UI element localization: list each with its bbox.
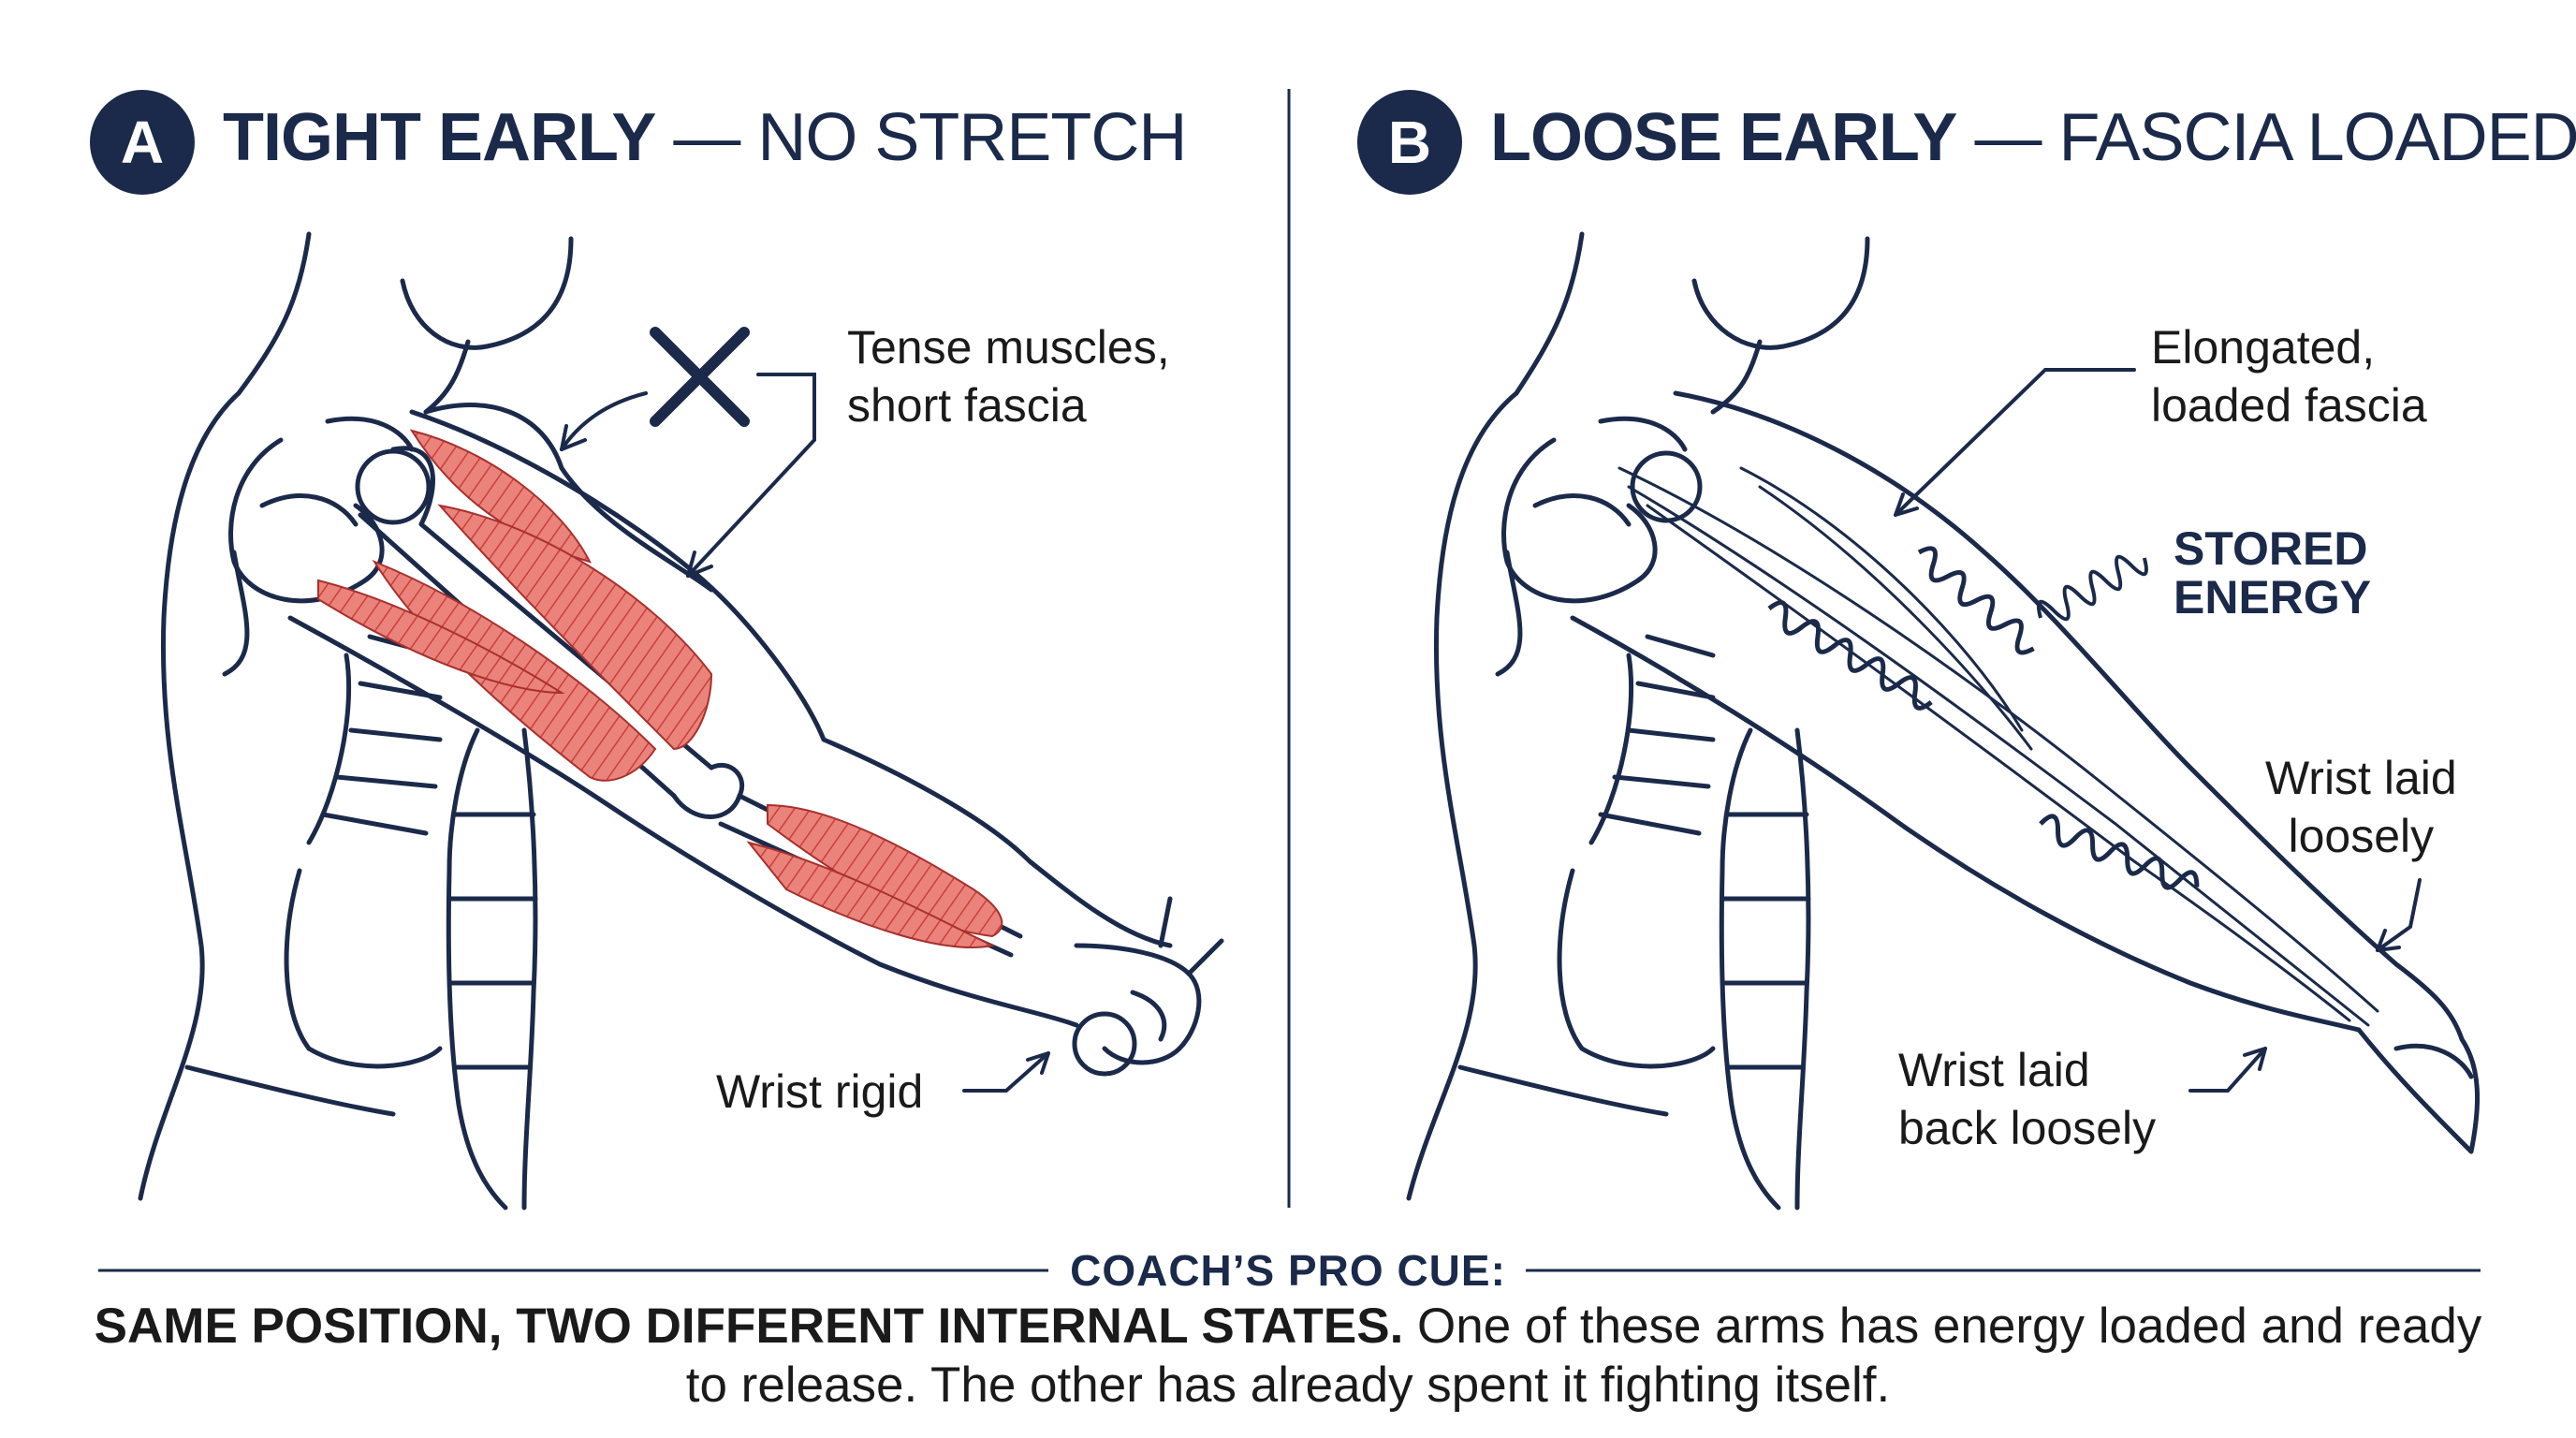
panel-b-title-strong: LOOSE EARLY <box>1490 100 1957 175</box>
callout-loaded-fascia: Elongated, loaded fascia <box>2151 318 2427 434</box>
coach-cue-strong: SAME POSITION, TWO DIFFERENT INTERNAL ST… <box>94 1299 1404 1354</box>
callout-wrist-laid-back-line2: back loosely <box>1898 1102 2157 1154</box>
callout-tense-muscles-line1: Tense muscles, <box>847 321 1170 374</box>
coach-cue-rest: One of these arms has energy loaded and … <box>685 1299 2482 1413</box>
badge-b: B <box>1357 90 1462 195</box>
callout-wrist-rigid: Wrist rigid <box>716 1065 924 1118</box>
callout-wrist-laid-loosely: Wrist laid loosely <box>2265 749 2457 865</box>
stored-energy-line1: STORED <box>2174 522 2368 575</box>
callout-wrist-laid-loosely-line1: Wrist laid <box>2265 752 2457 804</box>
coach-cue-text: SAME POSITION, TWO DIFFERENT INTERNAL ST… <box>75 1297 2501 1415</box>
tense-muscles <box>317 429 1003 948</box>
stored-energy-label: STORED ENERGY <box>2174 524 2371 622</box>
panel-b-title: LOOSE EARLY — FASCIA LOADED <box>1490 99 2576 176</box>
callout-arrows-a <box>560 373 1050 1093</box>
panel-a-title: TIGHT EARLY — NO STRETCH <box>223 99 1187 176</box>
panel-a-title-strong: TIGHT EARLY <box>223 100 656 175</box>
callout-loaded-fascia-line1: Elongated, <box>2151 321 2376 374</box>
stored-energy-line2: ENERGY <box>2174 571 2372 624</box>
callout-wrist-laid-back: Wrist laid back loosely <box>1898 1041 2156 1157</box>
panel-a-title-rest: — NO STRETCH <box>655 100 1187 175</box>
x-mark-icon <box>650 327 750 427</box>
callout-loaded-fascia-line2: loaded fascia <box>2151 379 2427 432</box>
badge-a: A <box>90 90 195 195</box>
callout-tense-muscles-line2: short fascia <box>847 379 1087 432</box>
figure-b <box>1406 231 2481 1211</box>
fascia-springs <box>1767 546 2200 890</box>
callout-wrist-laid-loosely-line2: loosely <box>2288 810 2435 862</box>
stored-energy-spring-icon <box>2036 554 2149 622</box>
coach-cue-heading: COACH’S PRO CUE: <box>1070 1246 1506 1295</box>
callout-wrist-laid-back-line1: Wrist laid <box>1898 1044 2090 1096</box>
callout-arrows-b <box>1894 368 2422 1093</box>
callout-tense-muscles: Tense muscles, short fascia <box>847 318 1170 434</box>
panel-b-title-rest: — FASCIA LOADED <box>1956 100 2576 175</box>
